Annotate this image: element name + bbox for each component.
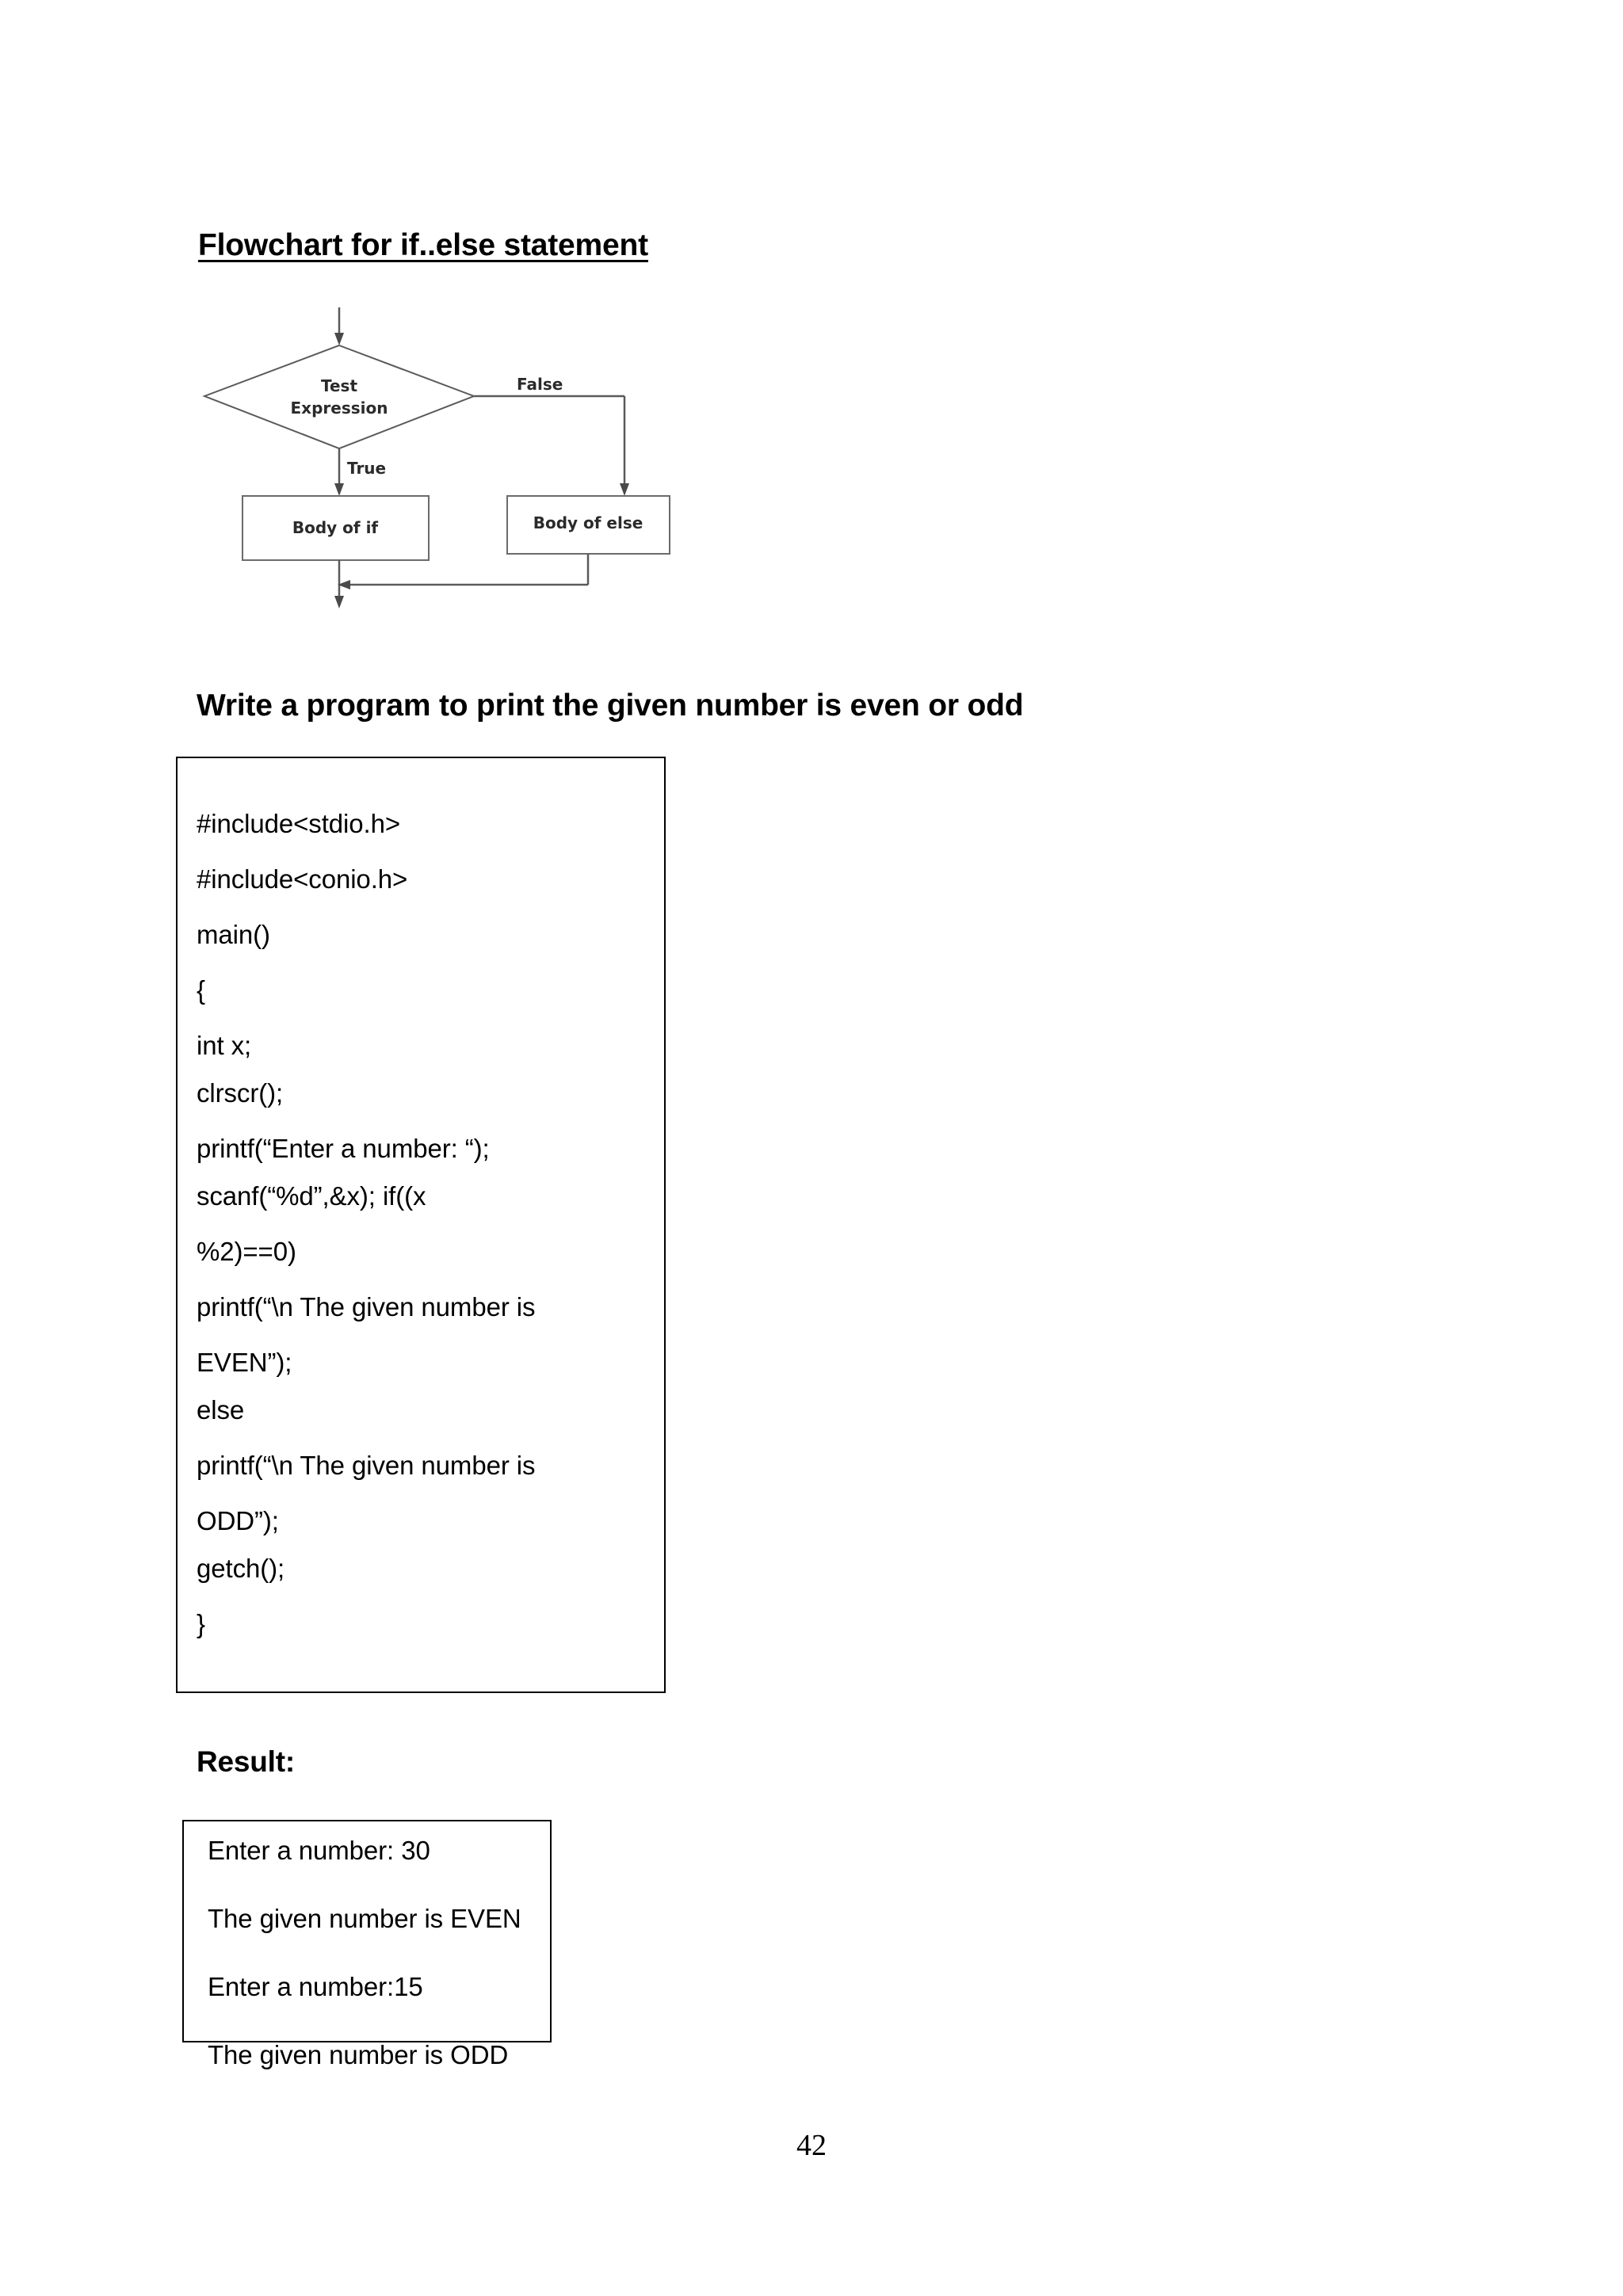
code-line: {	[197, 975, 205, 1005]
flowchart-section-heading: Flowchart for if..else statement	[198, 228, 648, 262]
body-of-else-label: Body of else	[533, 513, 643, 532]
program-output-lines: Enter a number: 30 The given number is EV…	[208, 1837, 545, 2110]
code-line: printf(“Enter a number: “);	[197, 1134, 490, 1163]
source-code-lines: #include<stdio.h> #include<conio.h> main()…	[197, 810, 658, 1666]
ifelse-flowchart-diagram: Test Expression False True Body of if Bo…	[182, 293, 721, 626]
code-line: else	[197, 1395, 245, 1425]
code-line: %2)==0)	[197, 1237, 296, 1266]
result-heading: Result:	[197, 1745, 295, 1778]
code-line: main()	[197, 920, 270, 949]
code-line: scanf(“%d”,&x); if((x	[197, 1181, 426, 1211]
false-branch-line	[474, 395, 626, 486]
output-line: Enter a number:15	[208, 1972, 423, 2001]
true-branch-label: True	[347, 459, 386, 478]
code-line: clrscr();	[197, 1078, 284, 1108]
merge-lines	[338, 554, 590, 598]
false-arrowhead	[620, 483, 629, 496]
true-arrowhead	[334, 483, 344, 496]
body-of-if-label: Body of if	[292, 518, 379, 537]
false-branch-label: False	[517, 375, 563, 394]
code-line: int x;	[197, 1031, 252, 1060]
decision-label-line2: Expression	[291, 399, 388, 418]
decision-diamond	[202, 344, 476, 450]
page-number: 42	[796, 2129, 827, 2162]
code-line: #include<conio.h>	[197, 864, 408, 894]
output-line: Enter a number: 30	[208, 1836, 430, 1865]
code-line: #include<stdio.h>	[197, 809, 400, 838]
output-line: The given number is EVEN	[208, 1904, 521, 1933]
decision-label-line1: Test	[321, 376, 357, 395]
body-of-if-box	[242, 495, 430, 561]
source-code-box: #include<stdio.h> #include<conio.h> main()…	[176, 757, 666, 1693]
code-line: printf(“\n The given number is	[197, 1292, 536, 1322]
entry-arrowhead	[334, 333, 344, 345]
code-line: }	[197, 1609, 205, 1638]
code-line: ODD”);	[197, 1506, 279, 1535]
program-output-box: Enter a number: 30 The given number is EV…	[182, 1820, 552, 2068]
output-line: The given number is ODD	[208, 2040, 509, 2069]
program-question-heading: Write a program to print the given numbe…	[197, 688, 1024, 723]
code-line: EVEN”);	[197, 1348, 292, 1377]
merge-arrowhead	[338, 580, 350, 589]
code-line: getch();	[197, 1554, 285, 1583]
exit-arrowhead	[334, 596, 344, 608]
code-line: printf(“\n The given number is	[197, 1451, 536, 1480]
